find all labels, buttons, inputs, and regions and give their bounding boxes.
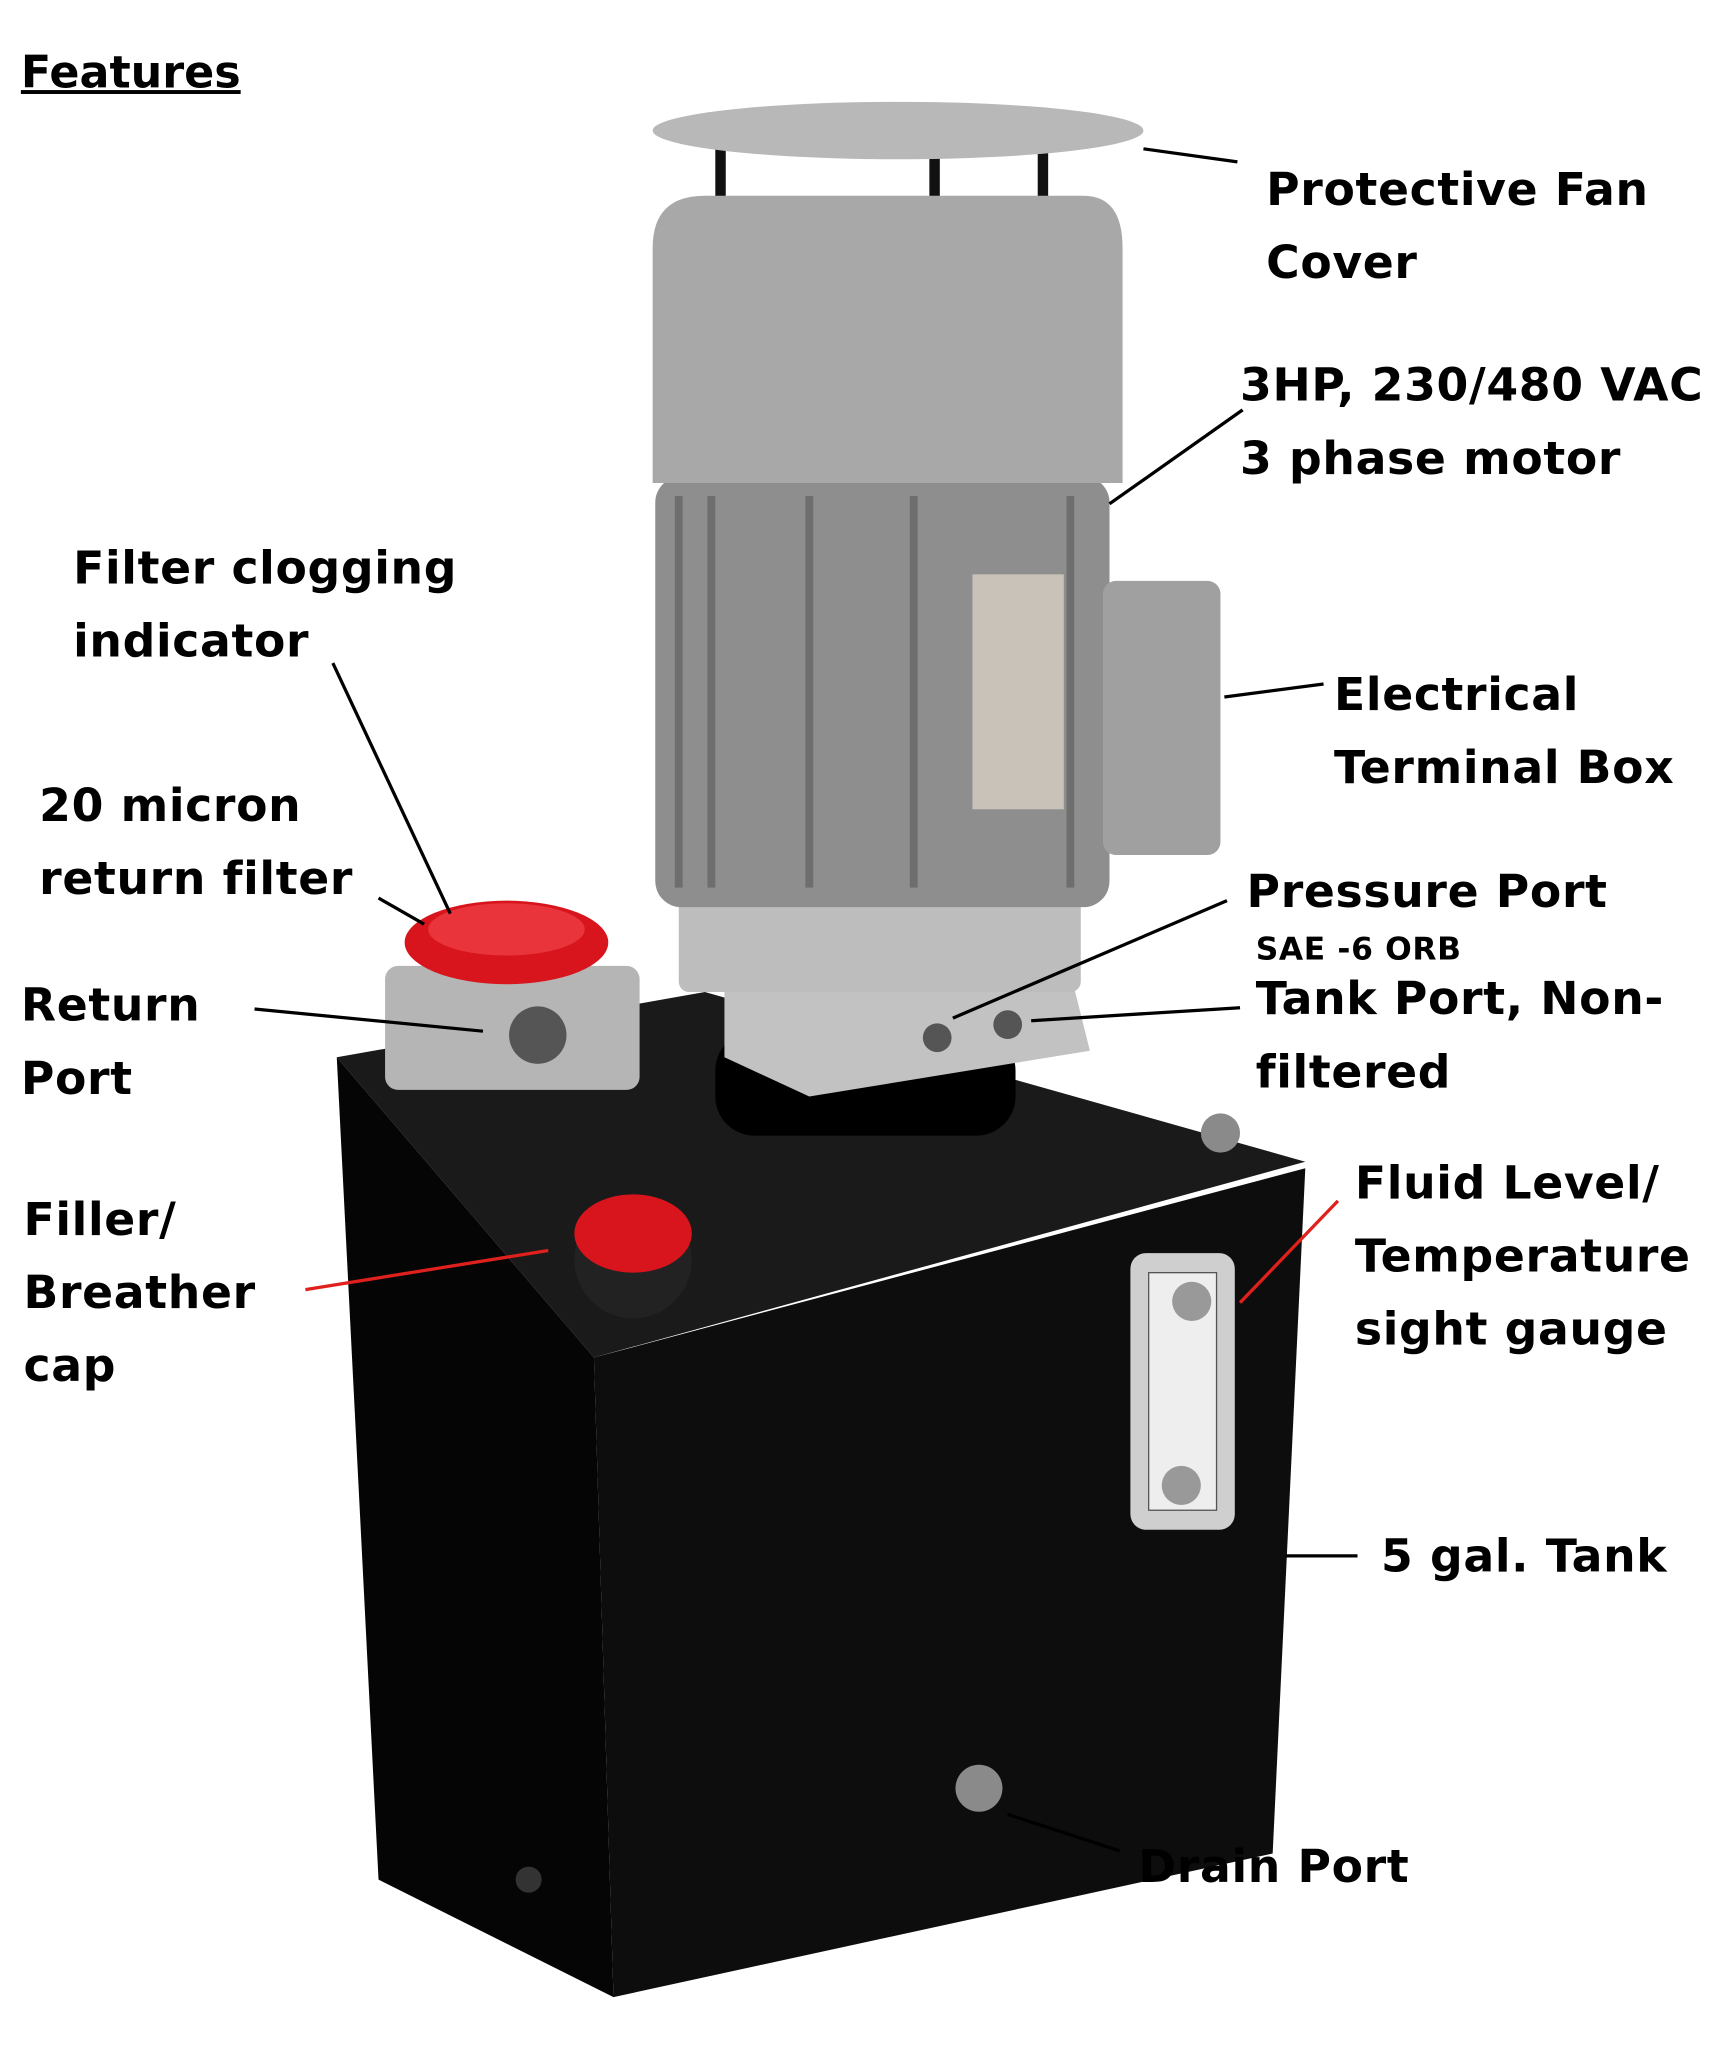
label-return-filter: 20 micron return filter — [39, 770, 353, 916]
features-heading: Features — [20, 46, 241, 100]
label-line: Electrical — [1334, 669, 1580, 722]
label-line: Port — [20, 1053, 133, 1106]
label-line: return filter — [39, 853, 354, 906]
label-filter-indicator: Filter clogging indicator — [73, 533, 457, 679]
motor — [652, 101, 1221, 993]
leader-filler-cap — [305, 1248, 549, 1292]
leader-filter-indicator — [331, 662, 452, 915]
label-line: 20 micron — [39, 780, 302, 833]
sight-gauge — [1130, 1253, 1235, 1530]
label-line: sight gauge — [1354, 1303, 1668, 1357]
label-line: Return — [20, 980, 201, 1033]
label-filler-cap: Filler/ Breather cap — [23, 1184, 255, 1403]
label-return-port: Return Port — [21, 970, 200, 1116]
label-sight-gauge: Fluid Level/ Temperature sight gauge — [1355, 1147, 1691, 1366]
label-tank: 5 gal. Tank — [1381, 1531, 1668, 1584]
label-pressure-port-spec: SAE -6 ORB — [1255, 930, 1462, 968]
leader-pressure-port — [952, 899, 1228, 1020]
leader-terminal-box — [1224, 682, 1324, 699]
label-line: Filter clogging — [73, 543, 458, 596]
drain-plug — [955, 1764, 1003, 1812]
label-line: Filler/ — [23, 1194, 177, 1247]
label-line: cap — [23, 1340, 117, 1393]
leader-fan-cover — [1143, 147, 1238, 164]
manifold — [724, 972, 1090, 1097]
leader-motor — [1108, 408, 1244, 506]
label-fan-cover: Protective Fan Cover — [1266, 154, 1649, 300]
leader-lines — [254, 147, 1358, 1853]
leader-return-port — [254, 1007, 484, 1033]
label-line: indicator — [73, 616, 310, 669]
label-line: 3 phase motor — [1240, 433, 1622, 486]
breather-cap — [574, 1194, 692, 1319]
label-tank-port: Tank Port, Non- filtered — [1256, 963, 1664, 1109]
label-line: 3HP, 230/480 VAC — [1240, 360, 1704, 413]
label-motor: 3HP, 230/480 VAC 3 phase motor — [1240, 350, 1703, 496]
label-line: filtered — [1255, 1046, 1452, 1100]
label-line: Cover — [1266, 237, 1418, 290]
leader-tank-port — [1031, 1006, 1241, 1023]
label-line: Protective Fan — [1266, 164, 1649, 217]
leader-drain-port — [1007, 1812, 1121, 1853]
label-drain-port: Drain Port — [1138, 1841, 1410, 1894]
leader-sight-gauge — [1238, 1199, 1340, 1304]
label-pressure-port: Pressure Port — [1247, 856, 1608, 929]
tank-plug — [1200, 1113, 1241, 1153]
leader-return-filter — [377, 896, 426, 926]
return-filter — [385, 900, 640, 1090]
label-line: Breather — [23, 1267, 256, 1320]
label-line: Fluid Level/ — [1354, 1157, 1660, 1211]
label-line: Temperature — [1354, 1230, 1691, 1284]
label-line: Terminal Box — [1334, 742, 1675, 795]
label-terminal-box: Electrical Terminal Box — [1334, 659, 1674, 805]
label-line: Pressure Port — [1246, 866, 1608, 919]
label-line: Tank Port, Non- — [1255, 973, 1665, 1026]
